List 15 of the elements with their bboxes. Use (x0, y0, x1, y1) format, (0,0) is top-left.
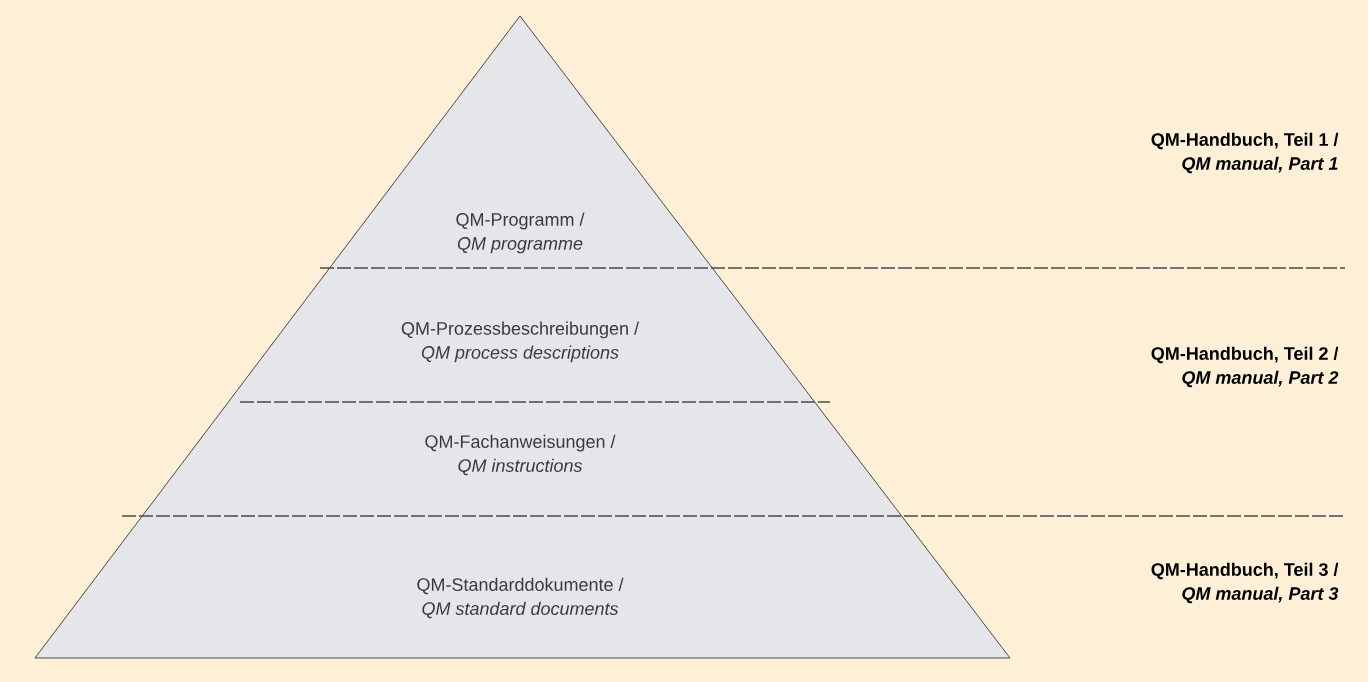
pyramid-section: QM-Programm / QM programme (329, 16, 713, 268)
pyramid-section: QM-Fachanweisungen / QM instructions (142, 402, 902, 516)
node-label: QM-Fachanweisungen / (425, 434, 616, 452)
node-label: QM process descriptions (421, 345, 619, 363)
node-label: QM-Standarddokumente / (417, 577, 624, 595)
section-label: QM-Handbuch, Teil 2 / QM manual, Part 2 (1151, 346, 1339, 388)
pyramid-section: QM-Prozessbeschreibungen / QM process descriptions (228, 268, 815, 402)
node-label: QM instructions (458, 458, 583, 476)
node-label: QM programme (457, 237, 583, 254)
node-label: QM standard documents (422, 601, 619, 619)
pyramid-section: QM-Standarddokumente / QM standard documents (35, 516, 1010, 658)
node-label: QM-Programm / (456, 212, 585, 230)
node-label: QM-Prozessbeschreibungen / (401, 321, 640, 339)
section-label: QM-Handbuch, Teil 3 / QM manual, Part 3 (1151, 562, 1339, 604)
section-label: QM-Handbuch, Teil 1 / QM manual, Part 1 (1151, 132, 1339, 174)
